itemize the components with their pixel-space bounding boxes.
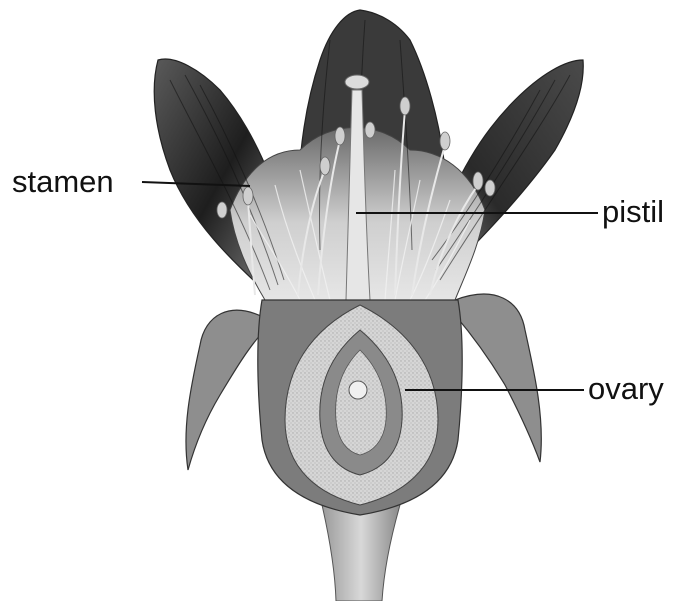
stem (322, 505, 400, 601)
left-sepal (186, 310, 265, 470)
ovule (349, 381, 367, 399)
stigma (345, 75, 369, 89)
pistil-label: pistil (602, 196, 664, 227)
stamen-label: stamen (12, 166, 114, 197)
ovary-label: ovary (588, 373, 664, 404)
right-sepal (455, 294, 541, 462)
